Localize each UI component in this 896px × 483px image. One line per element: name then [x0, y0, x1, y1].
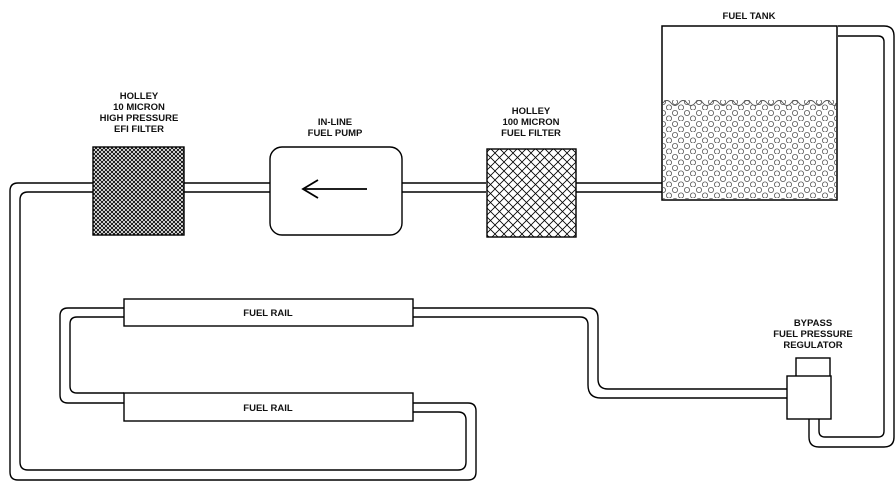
inline-pump-label: IN-LINE FUEL PUMP [308, 117, 363, 139]
line-regulator-return-to-tank [808, 25, 895, 448]
holley-efi-filter-label: HOLLEY 10 MICRON HIGH PRESSURE EFI FILTE… [100, 91, 179, 135]
holley-100-micron-filter [486, 148, 577, 238]
line-rail-crossover [59, 307, 124, 404]
svg-text:HOLLEY: HOLLEY [512, 106, 551, 117]
svg-text:10 MICRON: 10 MICRON [113, 102, 165, 113]
fuel-rail-bottom-label: FUEL RAIL [243, 403, 293, 414]
tank-outline [661, 25, 838, 201]
line-filter-to-pump [402, 182, 486, 193]
svg-text:REGULATOR: REGULATOR [783, 340, 842, 351]
fuel-rail-bottom [123, 392, 414, 422]
svg-text:100 MICRON: 100 MICRON [502, 117, 559, 128]
fuel-tank [661, 25, 838, 201]
line-tank-to-filter [576, 182, 662, 193]
svg-text:BYPASS: BYPASS [794, 318, 832, 329]
fuel-level [663, 100, 836, 199]
flow-arrow-icon [301, 179, 367, 199]
fuel-rail-top-label: FUEL RAIL [243, 308, 293, 319]
svg-text:FUEL PUMP: FUEL PUMP [308, 128, 363, 139]
bypass-regulator [786, 357, 832, 420]
fuel-lines [9, 25, 895, 481]
holley-efi-filter [92, 146, 185, 236]
line-rail-to-regulator [413, 307, 787, 399]
svg-text:EFI FILTER: EFI FILTER [114, 124, 164, 135]
fuel-surface-wave [662, 100, 837, 106]
regulator-label: BYPASS FUEL PRESSURE REGULATOR [773, 318, 853, 351]
fuel-rail-top [123, 298, 414, 327]
svg-text:IN-LINE: IN-LINE [318, 117, 352, 128]
line-efi-filter-to-bottom-rail [9, 182, 477, 481]
svg-text:HOLLEY: HOLLEY [120, 91, 159, 102]
inline-fuel-pump [269, 146, 403, 236]
svg-text:FUEL FILTER: FUEL FILTER [501, 128, 561, 139]
svg-text:FUEL PRESSURE: FUEL PRESSURE [773, 329, 853, 340]
holley-fuel-filter-label: HOLLEY 100 MICRON FUEL FILTER [501, 106, 561, 139]
fuel-tank-label: FUEL TANK [723, 11, 776, 22]
svg-text:HIGH PRESSURE: HIGH PRESSURE [100, 113, 179, 124]
line-pump-to-efi-filter [184, 182, 270, 193]
